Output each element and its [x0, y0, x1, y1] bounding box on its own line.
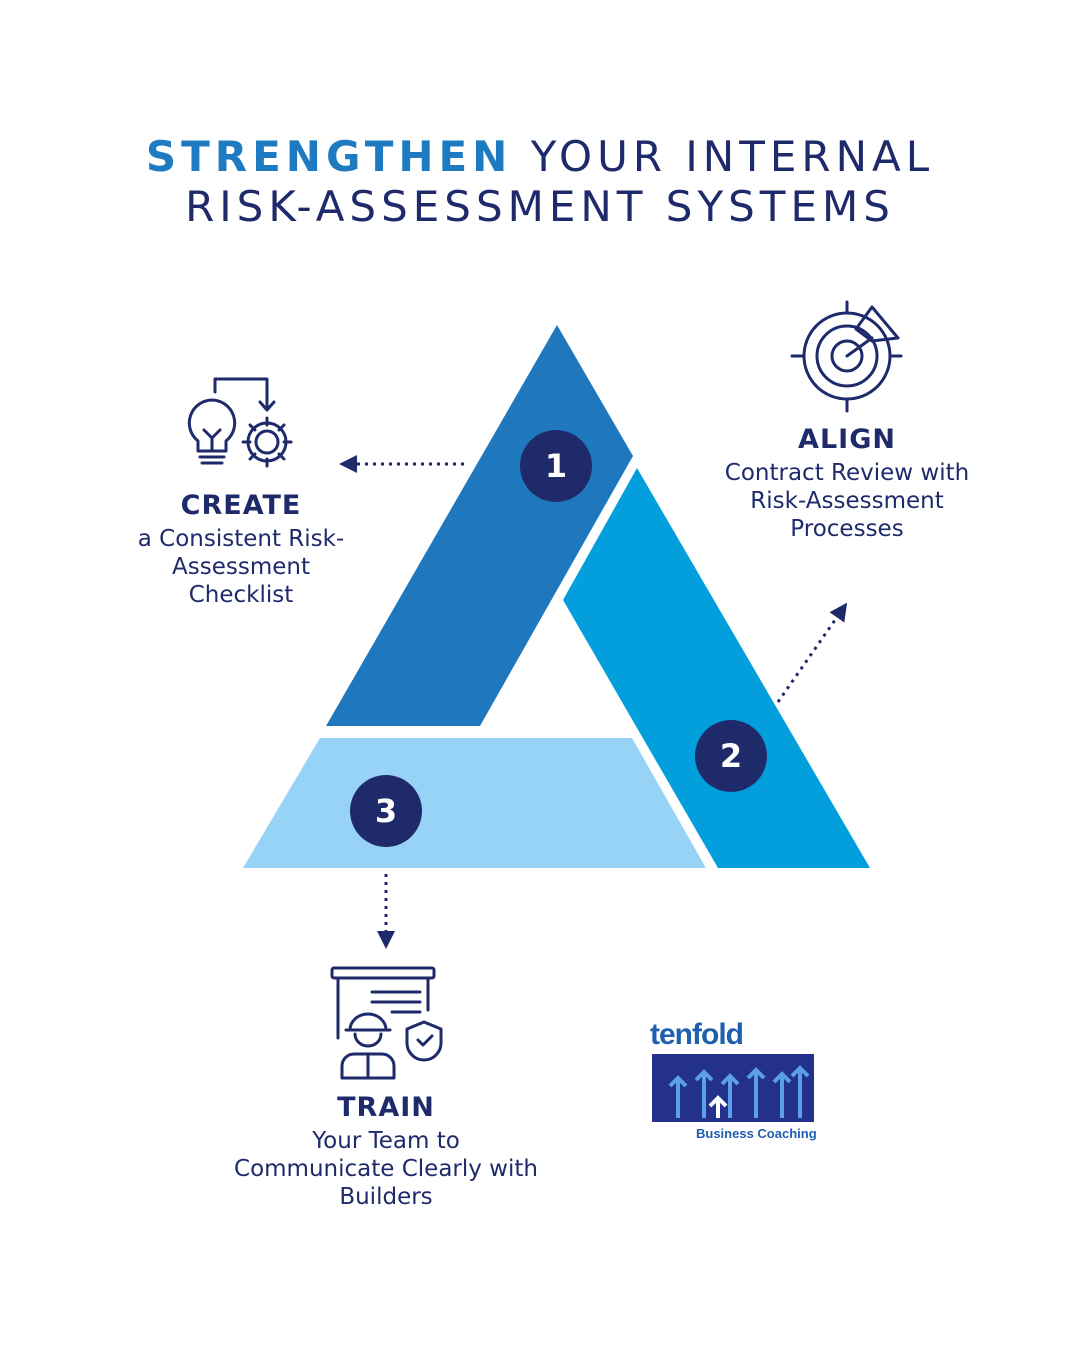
badge-3: 3	[350, 775, 422, 847]
segment-2	[563, 468, 870, 868]
title-emphasis: STRENGTHEN	[145, 132, 513, 181]
step-create-heading: CREATE	[180, 490, 302, 521]
worker-training-icon	[330, 966, 443, 1080]
tenfold-logo: tenfold Business Coaching	[648, 1018, 818, 1148]
step-train-description: Your Team to Communicate Clearly with Bu…	[234, 1128, 538, 1210]
badge-2-number: 2	[720, 737, 742, 775]
segment-3	[243, 738, 706, 868]
title-rest: YOUR INTERNAL	[530, 132, 935, 181]
step-align-description: Contract Review with Risk-Assessment Pro…	[724, 460, 970, 542]
step-create: CREATE a Consistent Risk-Assessment Chec…	[120, 490, 362, 609]
idea-gear-icon	[187, 377, 293, 468]
step-create-description: a Consistent Risk-Assessment Checklist	[137, 526, 345, 608]
step-align-heading: ALIGN	[798, 424, 896, 455]
page-title: STRENGTHEN YOUR INTERNAL RISK-ASSESSMENT…	[0, 132, 1080, 232]
badge-2: 2	[695, 720, 767, 792]
step-align: ALIGN Contract Review with Risk-Assessme…	[722, 424, 972, 543]
logo-arrows-graphic	[652, 1054, 814, 1122]
target-icon	[790, 300, 903, 413]
logo-tagline: Business Coaching	[696, 1126, 817, 1141]
badge-3-number: 3	[375, 792, 397, 830]
logo-wordmark: tenfold	[650, 1018, 744, 1051]
connector-arrow-2	[776, 602, 848, 703]
segment-1	[326, 325, 633, 726]
title-line-2: RISK-ASSESSMENT SYSTEMS	[185, 182, 895, 231]
badge-1: 1	[520, 430, 592, 502]
badge-1-number: 1	[545, 447, 567, 485]
title-line-1: STRENGTHEN YOUR INTERNAL	[0, 132, 1080, 182]
step-train: TRAIN Your Team to Communicate Clearly w…	[230, 1092, 542, 1211]
step-train-heading: TRAIN	[337, 1092, 435, 1123]
